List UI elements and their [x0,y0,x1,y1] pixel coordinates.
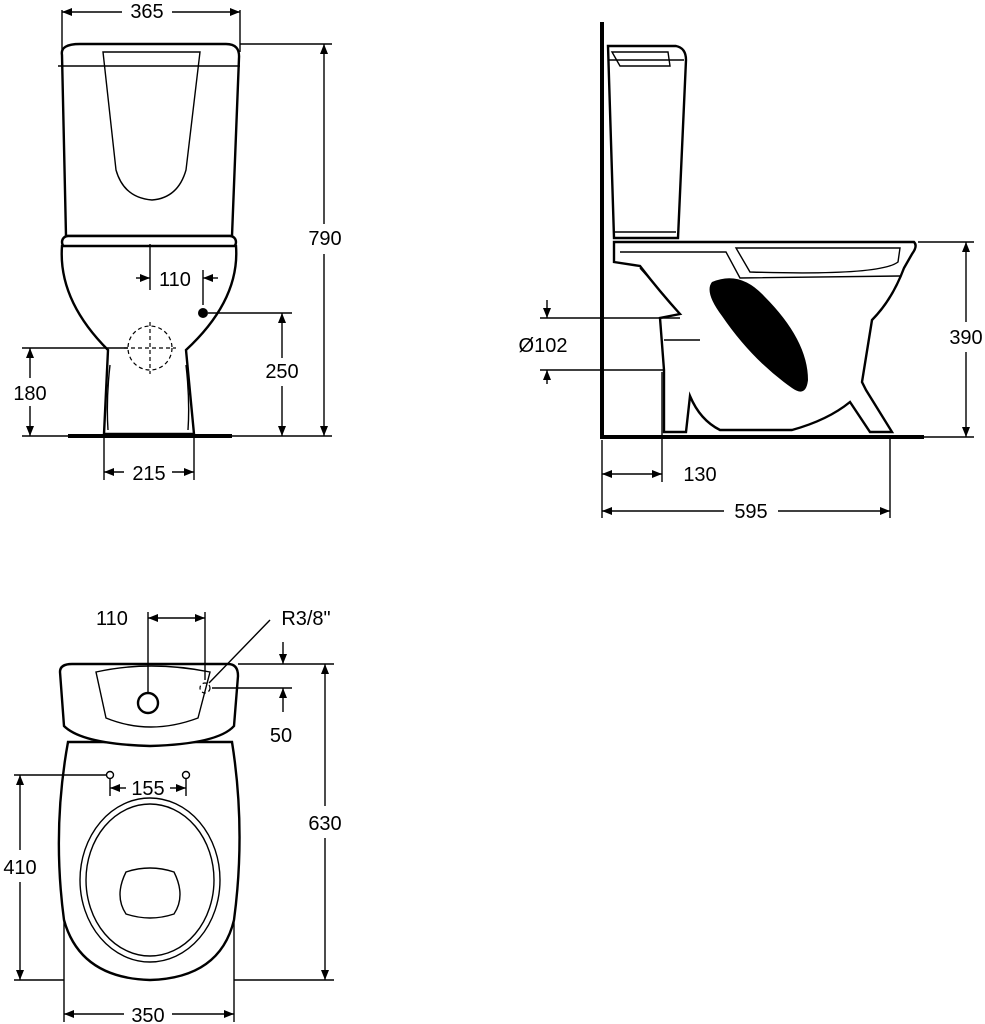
top-inlet [199,682,211,694]
dim-front-inlet-height: 250 [265,361,298,383]
front-outlet-circle [127,325,173,371]
front-inlet-dot[interactable] [198,308,208,318]
front-view: 365 790 110 250 180 [13,1,341,485]
dim-side-outlet-from-wall: 130 [683,464,716,486]
dim-front-base-width: 215 [132,463,165,485]
top-view: 110 R3/8" 50 155 630 410 [3,608,341,1024]
side-trap [709,278,808,392]
dim-front-outlet-height: 180 [13,383,46,405]
dim-top-fixing-depth: 410 [3,857,36,879]
dim-front-width: 365 [130,1,163,23]
dim-top-inlet-offset: 110 [96,608,128,630]
dim-side-outlet-diameter: Ø102 [519,335,568,357]
front-cistern [60,42,241,238]
side-cistern [606,44,688,240]
dim-top-thread: R3/8" [281,608,330,630]
dim-side-depth: 595 [734,501,767,523]
front-cistern-panel [102,51,201,201]
dim-top-width: 350 [131,1005,164,1024]
dim-front-inlet-offset: 110 [159,269,191,291]
side-view: Ø102 390 130 595 [519,22,983,523]
top-flush-button[interactable] [136,691,160,715]
dim-top-fixing-spacing: 155 [131,778,164,800]
top-bowl-opening [119,867,181,919]
top-bowl [57,740,241,982]
dim-front-height: 790 [308,228,341,250]
top-seat [79,797,221,963]
dim-top-length: 630 [308,813,341,835]
front-bowl [60,244,238,436]
dim-top-inlet-depth: 50 [270,725,292,747]
dim-side-bowl-height: 390 [949,327,982,349]
